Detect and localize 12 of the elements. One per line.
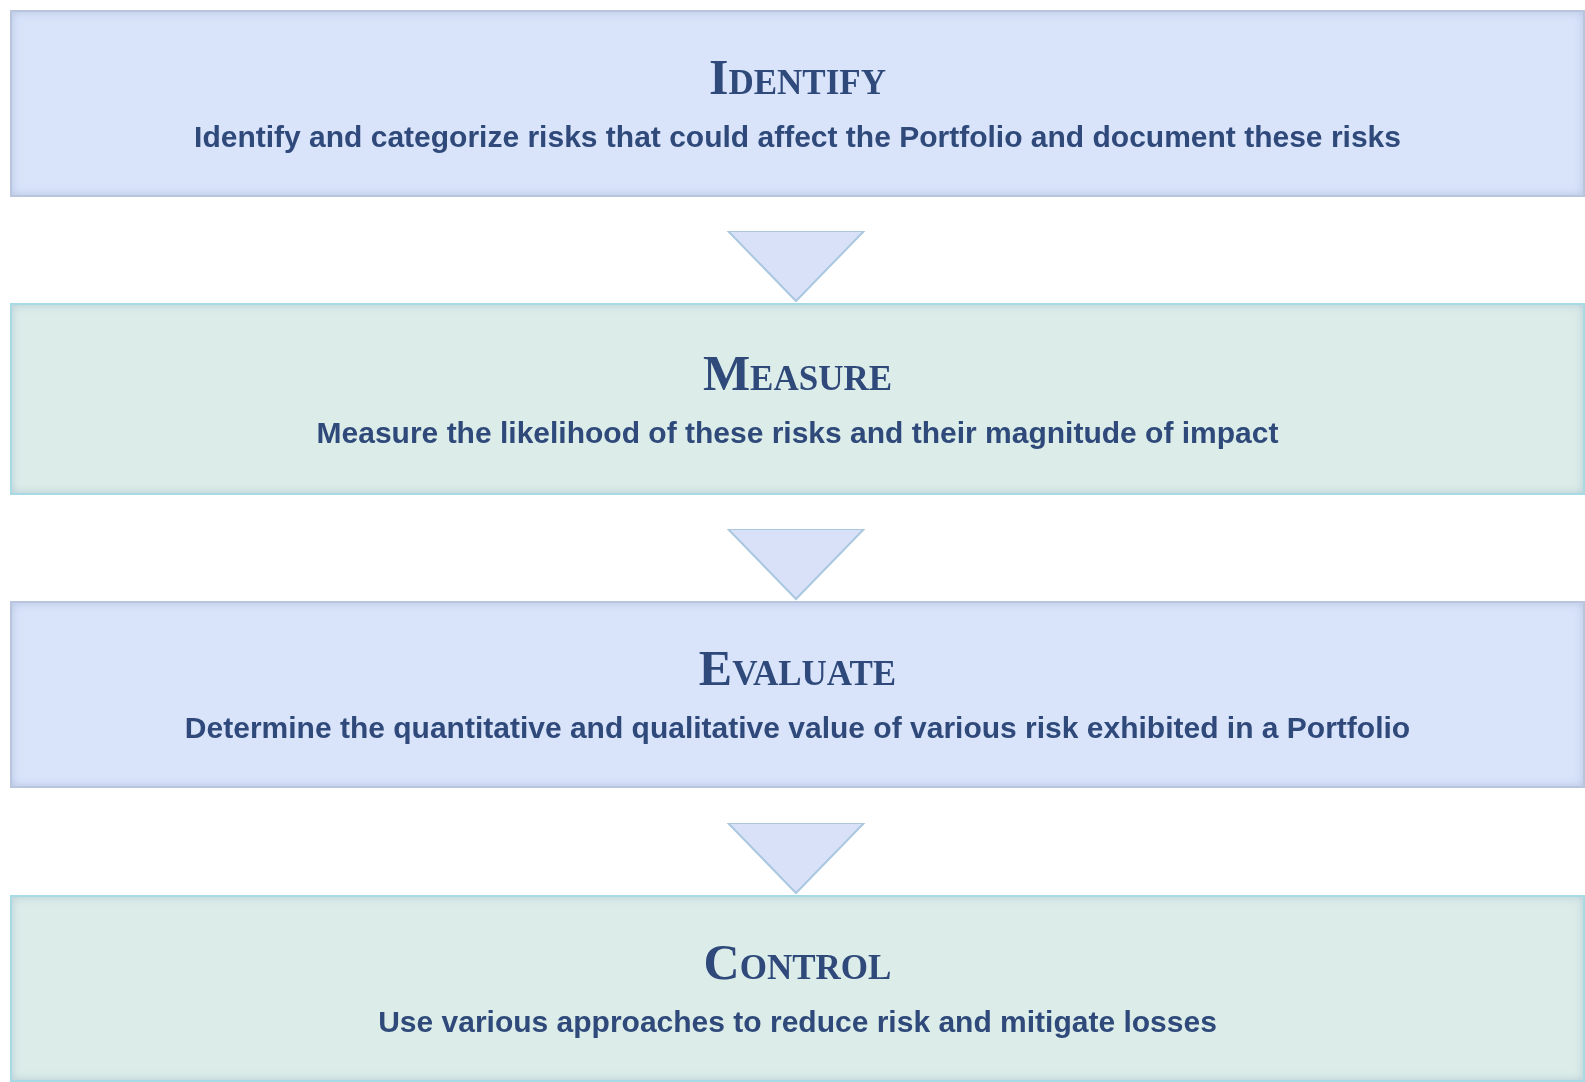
step-box (10, 895, 1585, 1082)
step-description: Use various approaches to reduce risk and mitigate losses (378, 1005, 1217, 1040)
step-title: Identify (709, 52, 886, 103)
step-description: Measure the likelihood of these risks and their magnitude of impact (316, 415, 1279, 451)
step-box (10, 303, 1585, 495)
step-box (10, 10, 1585, 197)
step-title: Evaluate (698, 643, 897, 694)
step-title: Control (703, 937, 892, 988)
step-box (10, 601, 1585, 788)
step-title: Measure (702, 347, 893, 398)
step-description: Identify and categorize risks that could affect the Portfolio and document these risks (194, 120, 1401, 155)
step-description: Determine the quantitative and qualitative value of various risk exhibited in a Portfolio (184, 711, 1411, 746)
